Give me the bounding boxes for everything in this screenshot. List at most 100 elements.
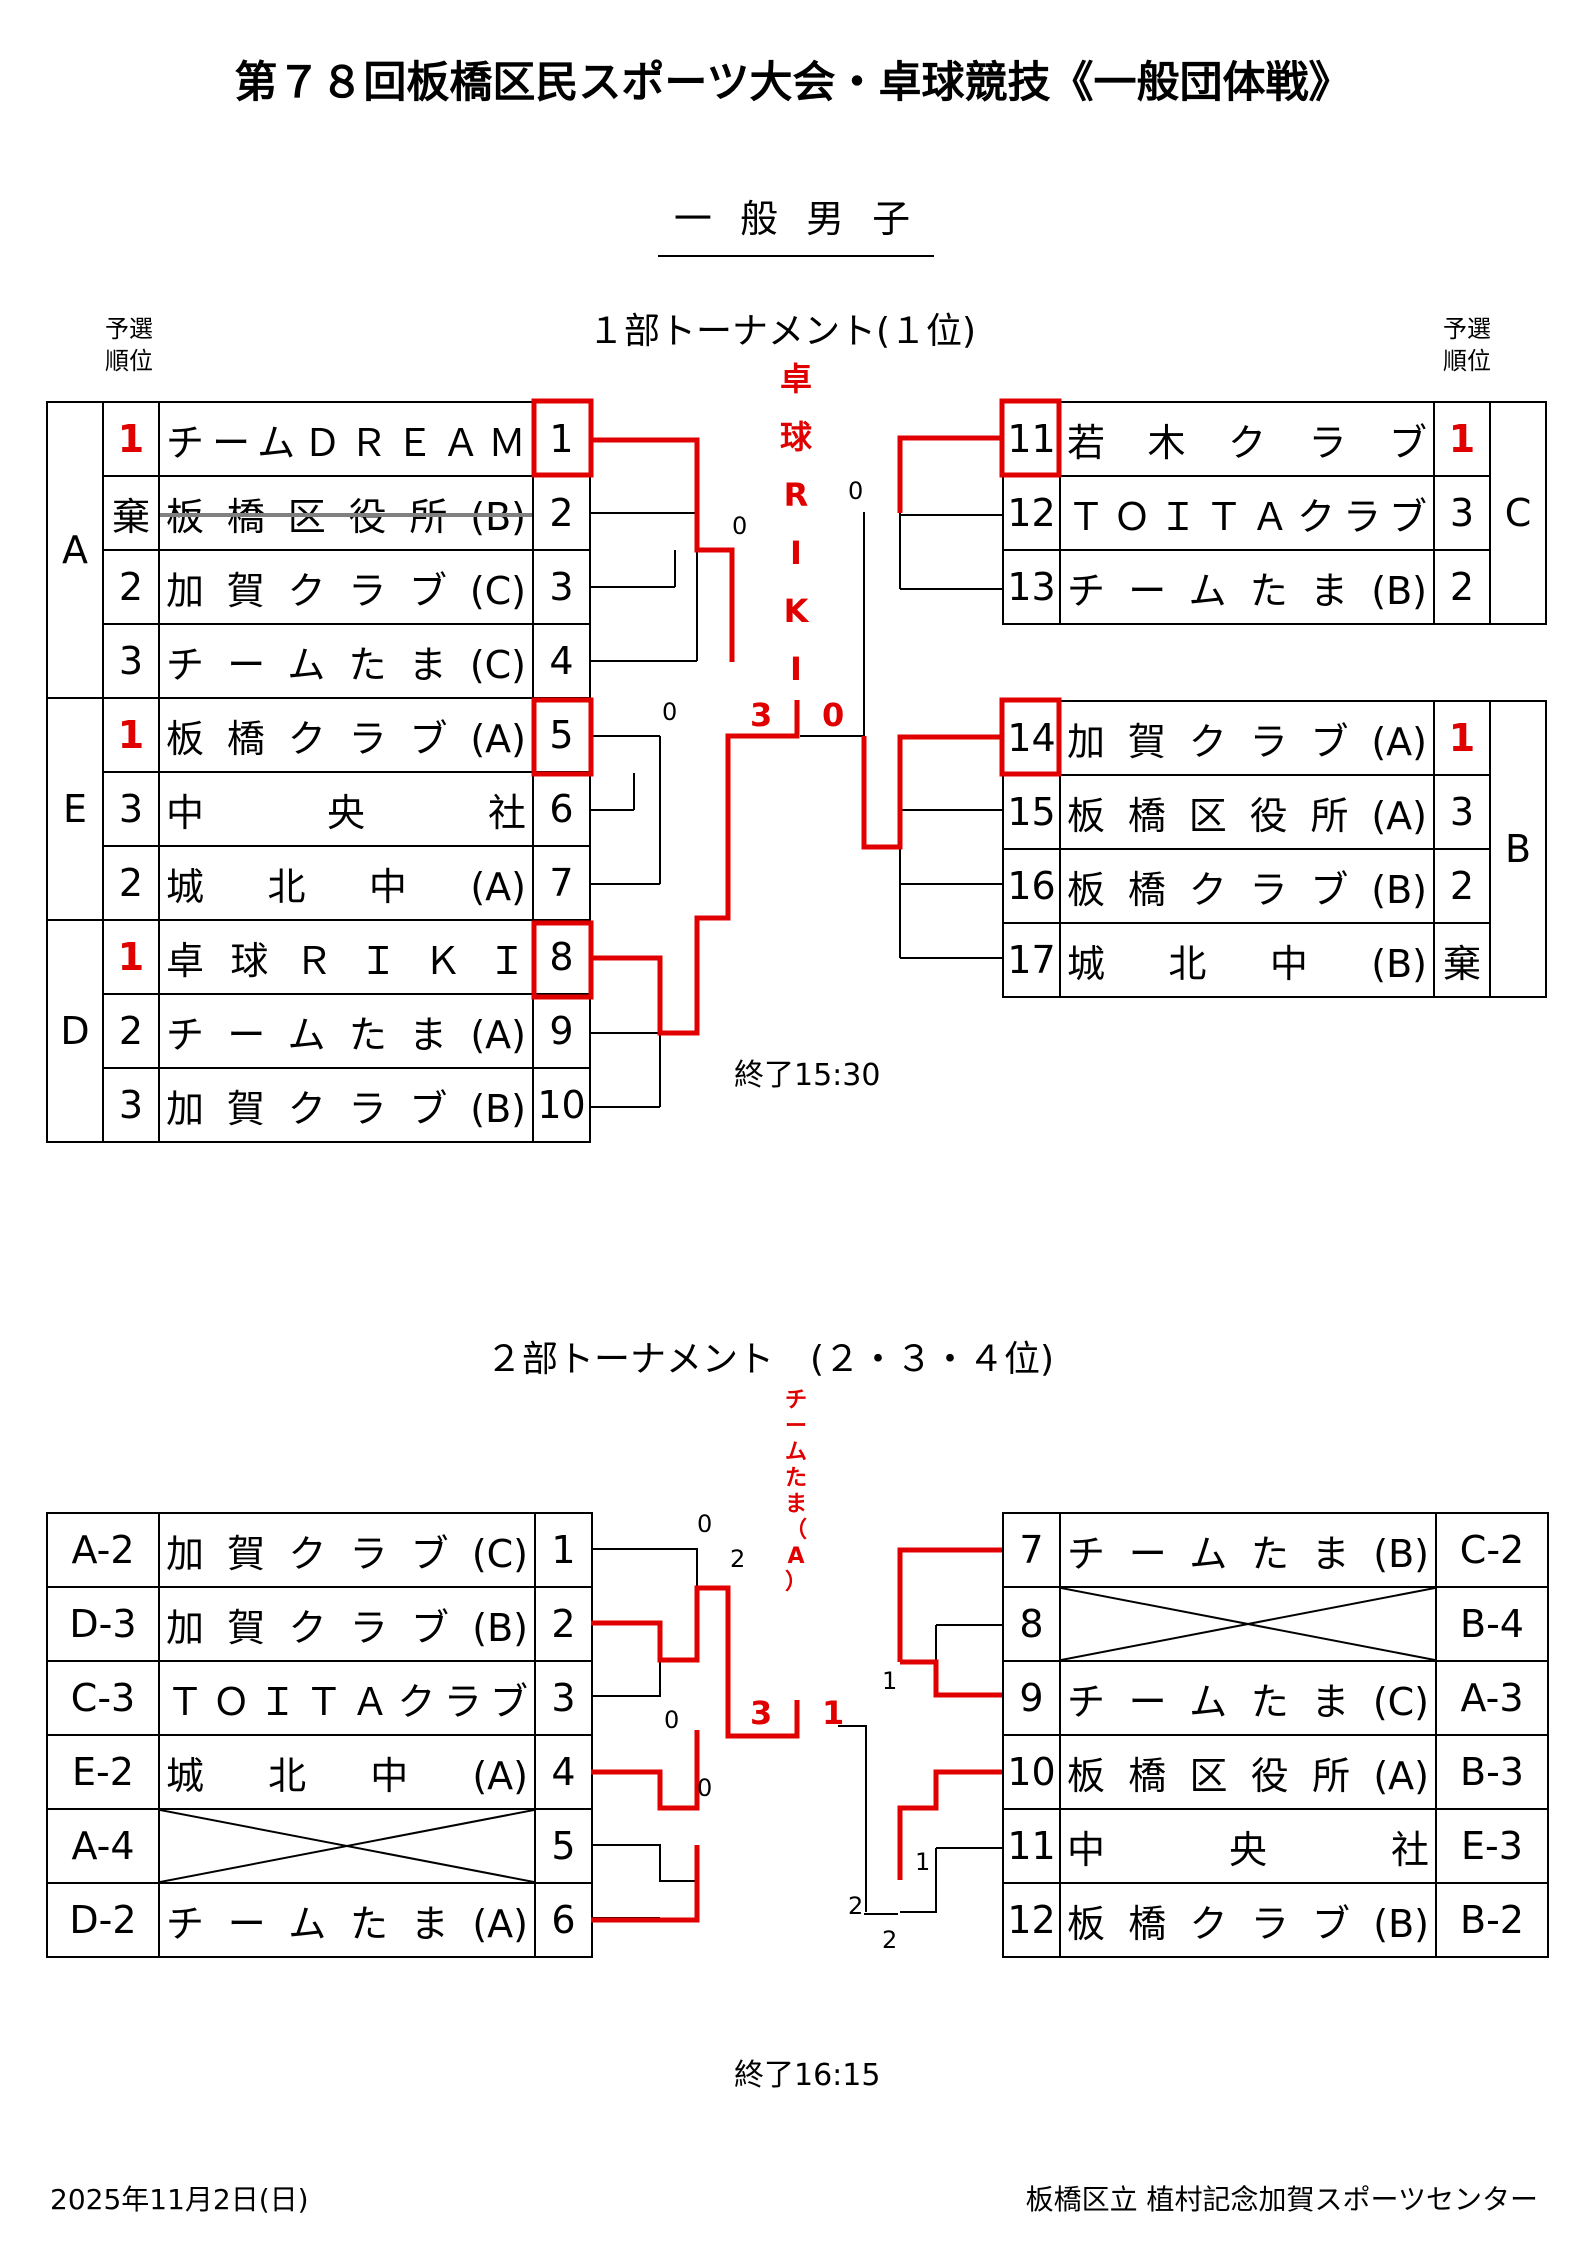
seed-number: 6	[534, 1882, 593, 1958]
t2-right-table: 7 チームたま(B) C-2 8 B-4 9 チームたま(C) A-3 10 板…	[1002, 1512, 1549, 1958]
category-underline	[658, 255, 934, 257]
team-name: 卓球ＲＩＫＩ	[158, 919, 534, 995]
t1-heading: １部トーナメント(１位)	[588, 311, 977, 352]
table-row: 2 加賀クラブ(C) 3	[47, 549, 591, 625]
winner-char: I	[790, 534, 802, 572]
team-name: 加賀クラブ(A)	[1059, 700, 1435, 776]
seed-number: 17	[1002, 922, 1061, 998]
seed-number: 12	[1002, 1882, 1061, 1958]
score: 2	[848, 1892, 864, 1920]
seed-number: 7	[1002, 1512, 1061, 1588]
table-row: 8 B-4	[1002, 1586, 1549, 1662]
team-name: 加賀クラブ(B)	[158, 1067, 534, 1143]
table-row: 12 ＴＯＩＴＡクラブ 3	[1002, 475, 1546, 551]
rank-cell: 棄	[102, 475, 160, 551]
seed-code: A-2	[46, 1512, 160, 1588]
seed-code: D-3	[46, 1586, 160, 1662]
bracket-lines	[591, 1548, 1002, 1919]
table-row: 13 チームたま(B) 2	[1002, 549, 1546, 625]
seed-number: 9	[1002, 1660, 1061, 1736]
seed-number: 10	[1002, 1734, 1061, 1810]
team-name: ＴＯＩＴＡクラブ	[1059, 475, 1435, 551]
rank-cell: 3	[102, 623, 160, 699]
final-score-right: 1	[822, 1694, 845, 1732]
group-label: E	[46, 697, 104, 921]
seed-code: B-2	[1435, 1882, 1549, 1958]
score: 2	[730, 1545, 746, 1573]
table-row: A-2 加賀クラブ(C) 1	[46, 1512, 593, 1588]
team-name: 加賀クラブ(C)	[158, 1512, 536, 1588]
rank-cell: 1	[1433, 401, 1491, 477]
table-row: A 1 チームＤＲＥＡＭ 1	[46, 401, 591, 699]
table-row: 15 板橋区役所(A) 3	[1002, 774, 1546, 850]
seed-number: 4	[532, 623, 591, 699]
final-score-right: 0	[822, 696, 845, 734]
seed-number: 2	[532, 475, 591, 551]
rank-header-line1: 予選	[105, 315, 153, 343]
seed-number: 11	[1002, 1808, 1061, 1884]
cross-mark	[161, 1811, 533, 1881]
team-name-withdrawn: 城北中(B)	[1059, 922, 1435, 998]
t1-right-table-c: 11 若木クラブ 1 C 12 ＴＯＩＴＡクラブ 3 13 チームたま(B) 2	[1002, 401, 1547, 625]
rank-cell: 1	[102, 697, 160, 773]
rank-cell: 1	[1433, 700, 1491, 776]
bracket-lines	[591, 512, 1002, 1108]
team-name: 板橋区役所(A)	[1059, 1734, 1437, 1810]
team-name: チームたま(C)	[158, 623, 534, 699]
rank-cell: 3	[1433, 475, 1491, 551]
team-name: チームＤＲＥＡＭ	[158, 401, 534, 477]
seed-number: 4	[534, 1734, 593, 1810]
table-row: 2 チームたま(A) 9	[47, 993, 591, 1069]
winning-path	[591, 1547, 1002, 1923]
seed-number: 3	[534, 1660, 593, 1736]
score: 0	[848, 477, 864, 505]
group-label: C	[1489, 401, 1547, 625]
cross-mark	[1062, 1589, 1434, 1659]
winning-path	[531, 398, 1062, 1036]
team-name: 中央社	[1059, 1808, 1437, 1884]
table-row: 16 板橋クラブ(B) 2	[1002, 848, 1546, 924]
seed-number: 1	[534, 1512, 593, 1588]
rank-header-line2: 順位	[1443, 347, 1491, 375]
team-name: チームたま(C)	[1059, 1660, 1437, 1736]
rank-cell: 3	[102, 1067, 160, 1143]
t1-left-table: A 1 チームＤＲＥＡＭ 1 棄 板橋区役所(B) 2 2 加賀クラブ(C) 3…	[46, 401, 591, 1143]
final-score-left: 3	[750, 696, 773, 734]
winner-char: チ	[784, 1388, 807, 1413]
winner-char: ま	[784, 1492, 807, 1517]
footer-venue: 板橋区立 植村記念加賀スポーツセンター	[1025, 2183, 1538, 2216]
seed-number: 15	[1002, 774, 1061, 850]
winner-char: A	[787, 1544, 805, 1569]
table-row: D-2 チームたま(A) 6	[46, 1882, 593, 1958]
rank-cell: 棄	[1433, 922, 1491, 998]
table-row: 2 城北中(A) 7	[47, 845, 591, 921]
seed-code: D-2	[46, 1882, 160, 1958]
t2-end-time: 終了16:15	[734, 2058, 881, 2093]
winner-char: K	[783, 592, 809, 630]
t2-bracket	[591, 1547, 1002, 1923]
seed-code: C-3	[46, 1660, 160, 1736]
score: 0	[732, 512, 748, 540]
score: 0	[664, 1706, 680, 1734]
team-name: チームたま(B)	[1059, 549, 1435, 625]
seed-number: 5	[532, 697, 591, 773]
team-name: 加賀クラブ(C)	[158, 549, 534, 625]
empty-slot	[158, 1808, 536, 1884]
t1-rank-header-right: 予選 順位	[1436, 313, 1498, 377]
winner-char: ム	[784, 1440, 807, 1465]
seed-number: 5	[534, 1808, 593, 1884]
team-name: 板橋クラブ(A)	[158, 697, 534, 773]
team-name: チームたま(A)	[158, 1882, 536, 1958]
team-name: チームたま(B)	[1059, 1512, 1437, 1588]
winner-char: I	[790, 650, 802, 688]
team-name: 若木クラブ	[1059, 401, 1435, 477]
t1-end-time: 終了15:30	[734, 1058, 881, 1093]
group-label: A	[46, 401, 104, 699]
winner-char: ）	[784, 1570, 807, 1595]
seed-number: 1	[532, 401, 591, 477]
empty-slot	[1059, 1586, 1437, 1662]
table-row: 14 加賀クラブ(A) 1 B	[1002, 700, 1547, 998]
seed-number: 10	[532, 1067, 591, 1143]
table-row: 7 チームたま(B) C-2	[1002, 1512, 1549, 1588]
t1-right-table-b: 14 加賀クラブ(A) 1 B 15 板橋区役所(A) 3 16 板橋クラブ(B…	[1002, 700, 1547, 998]
